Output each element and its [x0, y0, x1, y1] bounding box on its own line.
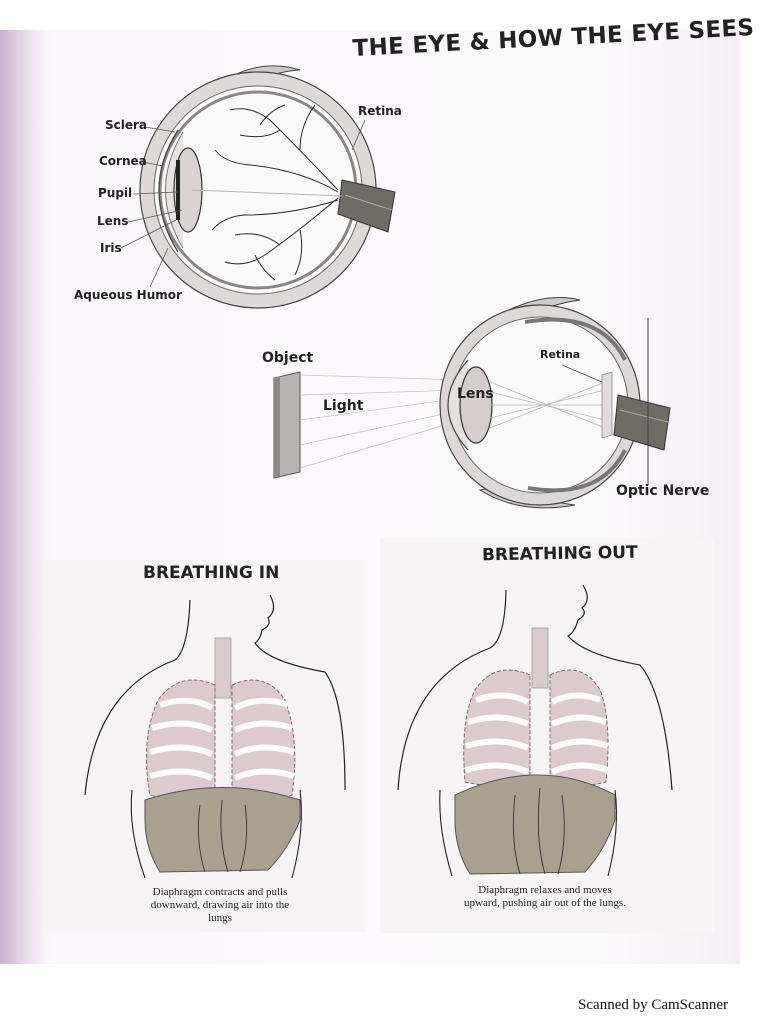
breathing-in-caption-line-2: downward, drawing air into the	[150, 899, 290, 911]
label-light: Light	[323, 398, 364, 414]
label-cornea: Cornea	[99, 154, 147, 168]
label-sclera: Sclera	[105, 118, 148, 132]
eye-anatomy-diagram	[120, 65, 396, 309]
label-iris: Iris	[100, 241, 122, 255]
breathing-out-caption-line-1: Diaphragm relaxes and moves	[478, 884, 612, 896]
blood-vessels	[211, 104, 339, 281]
diaphragm-out	[454, 774, 616, 875]
label-aqueous-humor: Aqueous Humor	[74, 288, 182, 302]
label-object: Object	[262, 350, 314, 366]
optic-nerve	[337, 179, 396, 233]
label-retina-anatomy: Retina	[358, 104, 402, 118]
breathing-out-caption: Diaphragm relaxes and moves upward, push…	[415, 884, 675, 910]
breathing-in-caption-line-3: lungs	[208, 912, 232, 924]
cornea	[158, 129, 179, 253]
scanner-watermark: Scanned by CamScanner	[578, 997, 728, 1013]
optic-nerve-2	[613, 394, 671, 451]
page-edge-shadow	[0, 30, 44, 964]
diaphragm-in	[144, 787, 301, 873]
how-eye-sees-diagram	[273, 297, 671, 509]
label-lens-2: Lens	[457, 386, 494, 402]
label-retina-2: Retina	[540, 348, 581, 361]
breathing-in-caption-line-1: Diaphragm contracts and pulls	[152, 886, 288, 898]
breathing-out-caption-line-2: upward, pushing air out of the lungs.	[464, 897, 626, 909]
light-rays	[299, 374, 463, 469]
label-optic-nerve: Optic Nerve	[616, 483, 710, 499]
breathing-in-title: BREATHING IN	[143, 563, 280, 583]
label-pupil: Pupil	[98, 186, 133, 200]
breathing-in-caption: Diaphragm contracts and pulls downward, …	[110, 886, 330, 925]
label-lens: Lens	[97, 214, 129, 228]
